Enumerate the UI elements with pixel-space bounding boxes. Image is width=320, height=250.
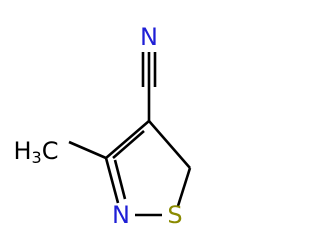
c5-s-bond — [176, 167, 192, 207]
methyl-group-label: H3C — [14, 137, 59, 167]
ring-nitrogen-label: N — [112, 201, 130, 229]
c3-methyl-bond — [68, 140, 107, 160]
n-c3-double-bond — [104, 157, 127, 204]
ring-sulfur-label: S — [167, 201, 182, 229]
isothiazole-carbonitrile-structure: N N S H3C — [14, 23, 192, 229]
methyl-c: C — [42, 137, 59, 165]
methyl-h: H — [14, 137, 32, 165]
nitrile-nitrogen-label: N — [140, 23, 158, 51]
nitrile-triple-bond — [141, 52, 157, 87]
c3-c4-double-bond — [105, 120, 150, 159]
c4-c5-bond — [148, 120, 191, 169]
methyl-subscript: 3 — [32, 148, 42, 167]
